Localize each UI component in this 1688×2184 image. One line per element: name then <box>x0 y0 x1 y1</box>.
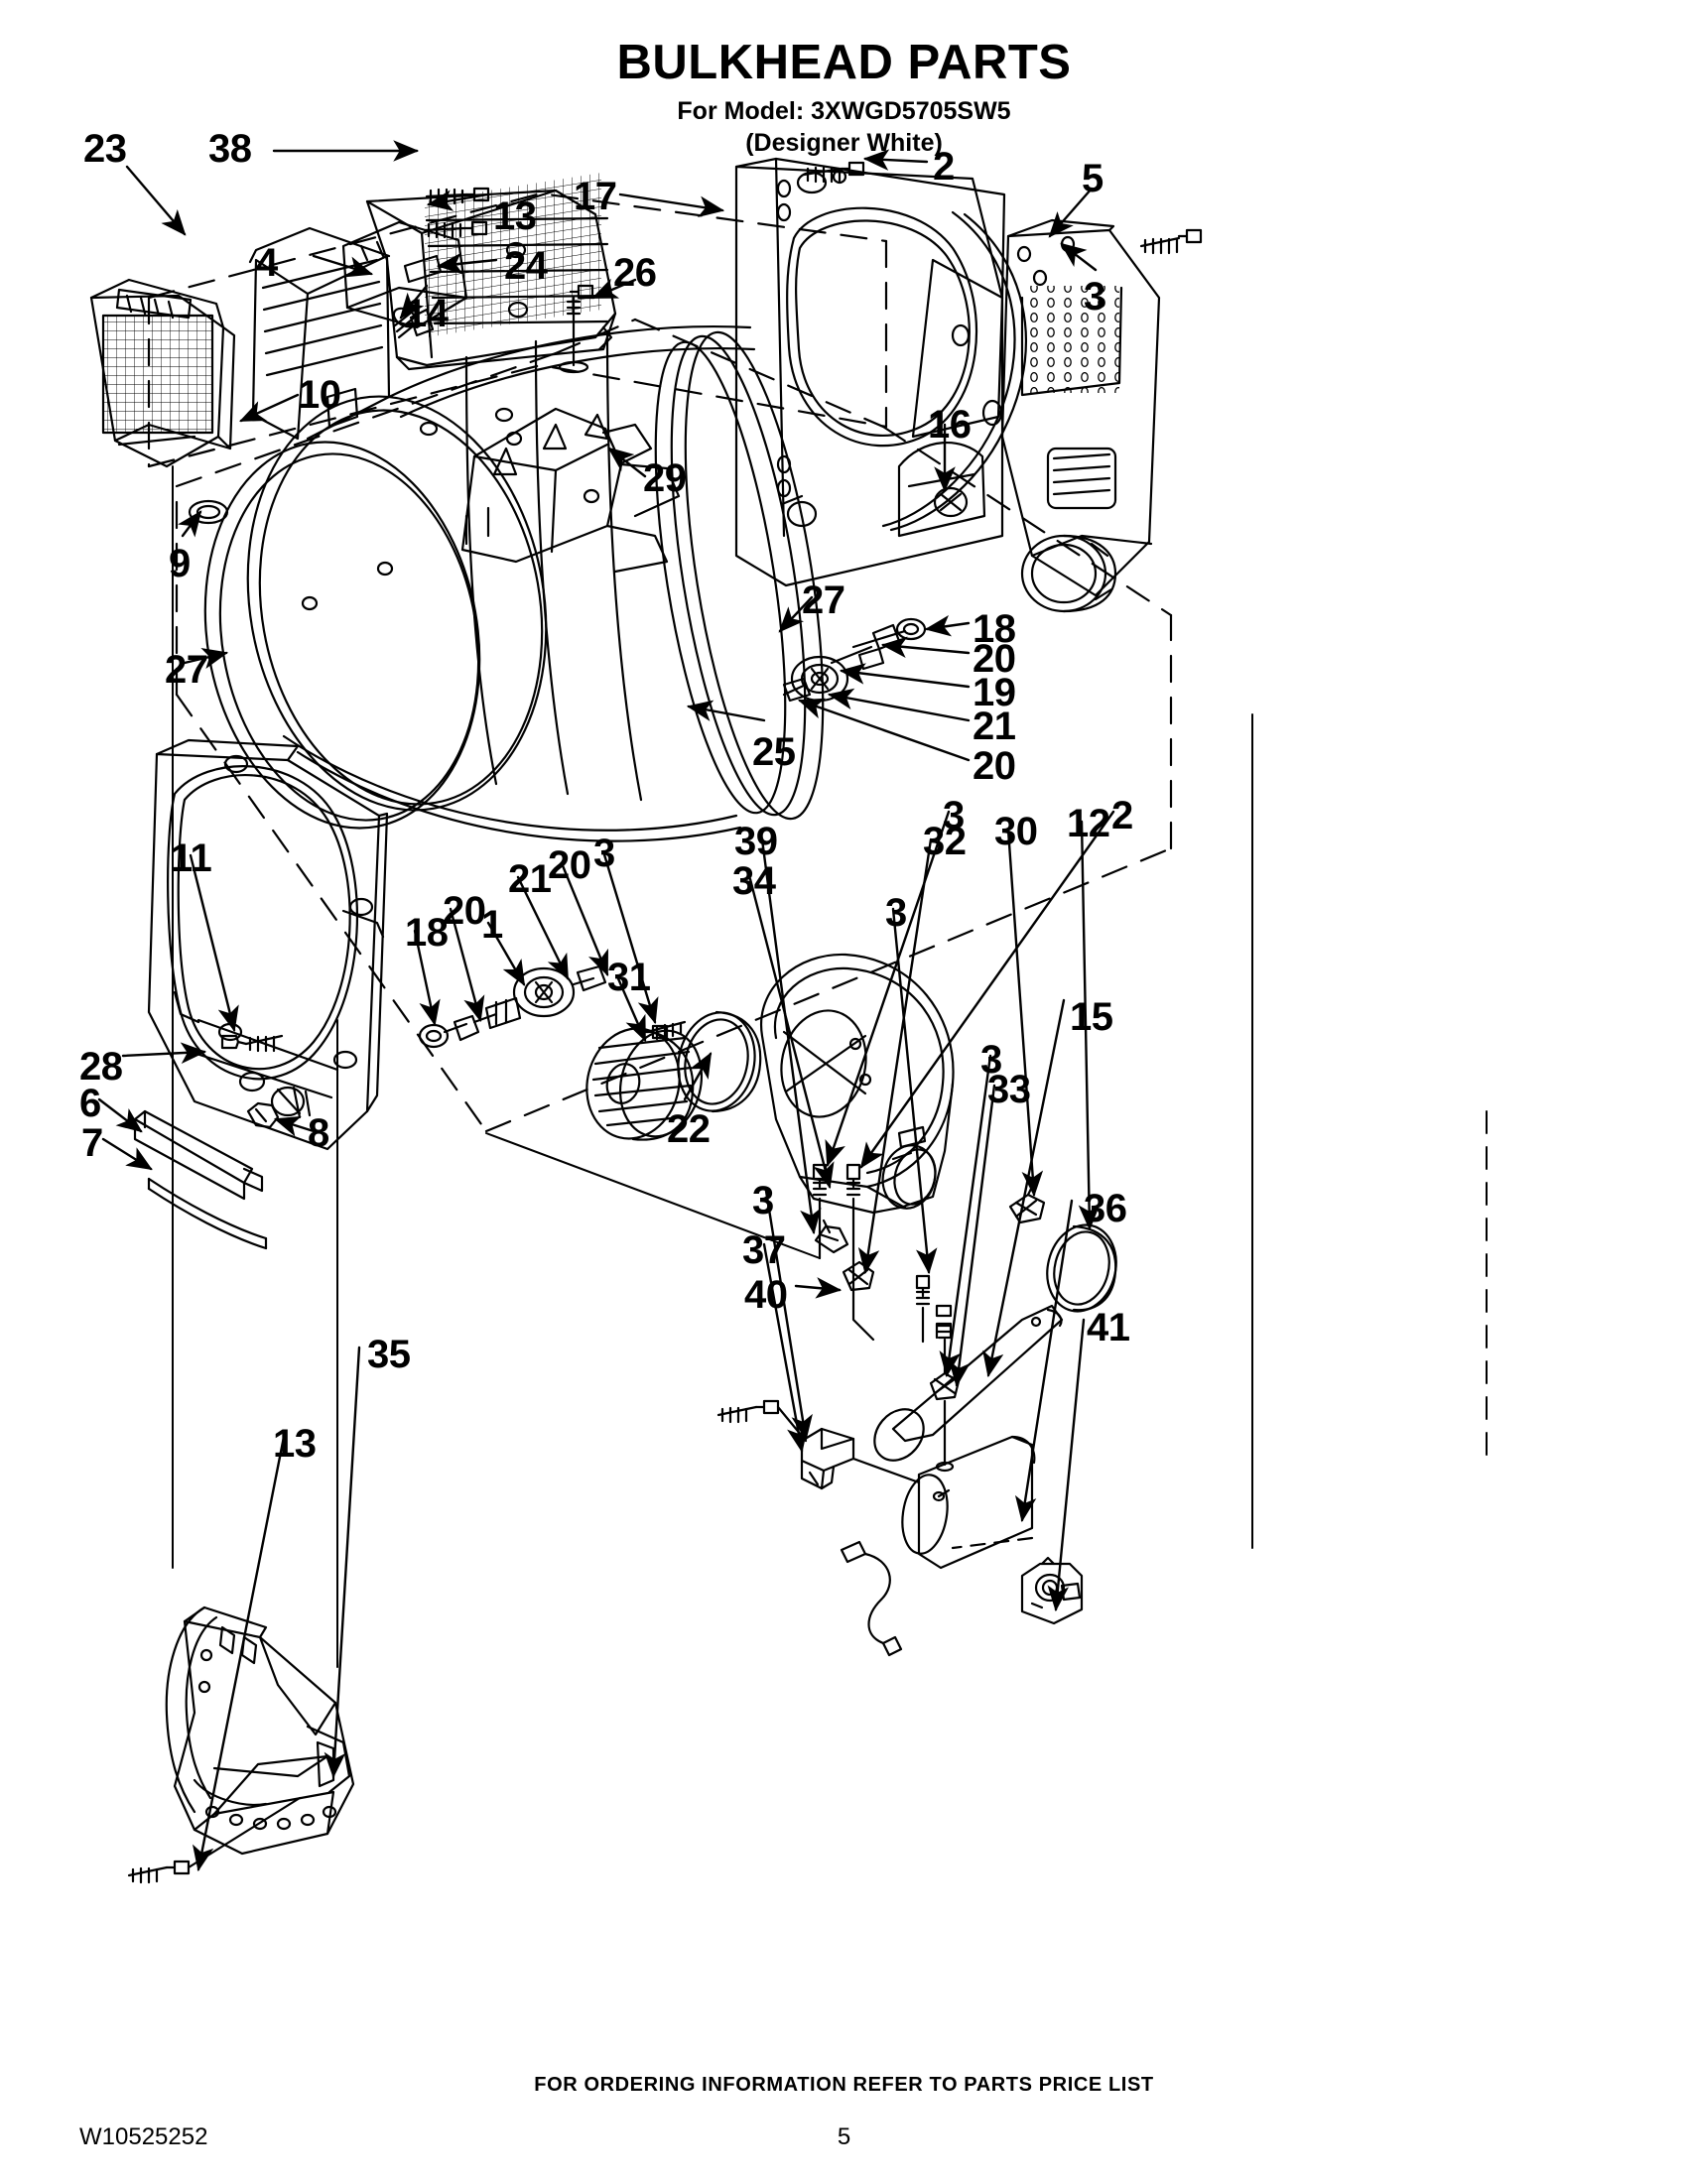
callout-number-7: 7 <box>81 1121 103 1165</box>
document-number: W10525252 <box>79 2123 208 2150</box>
callout-number-27: 27 <box>165 648 208 692</box>
callout-number-26: 26 <box>613 251 657 295</box>
callout-number-3: 3 <box>1084 275 1105 319</box>
callout-number-21: 21 <box>973 705 1016 748</box>
callout-number-17: 17 <box>574 175 617 218</box>
callout-number-16: 16 <box>928 403 972 447</box>
callout-number-9: 9 <box>169 542 191 585</box>
callout-number-13: 13 <box>493 194 537 238</box>
callout-number-24: 24 <box>504 244 548 288</box>
callout-number-1: 1 <box>481 903 503 947</box>
callout-number-32: 32 <box>923 820 967 863</box>
page-header: BULKHEAD PARTS For Model: 3XWGD5705SW5 (… <box>0 36 1688 159</box>
callout-number-20: 20 <box>973 744 1016 788</box>
callout-number-2: 2 <box>933 145 955 189</box>
page-number: 5 <box>837 2123 851 2150</box>
callout-number-20: 20 <box>973 637 1016 681</box>
callout-number-3: 3 <box>943 794 965 837</box>
callout-number-19: 19 <box>973 671 1016 714</box>
callout-number-39: 39 <box>734 820 778 863</box>
callout-number-30: 30 <box>994 810 1038 853</box>
callout-number-34: 34 <box>732 859 776 903</box>
callout-number-28: 28 <box>79 1045 123 1089</box>
callout-number-15: 15 <box>1070 995 1113 1039</box>
callout-number-18: 18 <box>973 607 1016 651</box>
callout-number-20: 20 <box>443 889 486 933</box>
callout-number-25: 25 <box>752 730 796 774</box>
callout-number-20: 20 <box>548 843 591 887</box>
callout-number-29: 29 <box>643 456 687 500</box>
ordering-note: FOR ORDERING INFORMATION REFER TO PARTS … <box>534 2074 1154 2096</box>
callout-number-40: 40 <box>744 1273 788 1317</box>
callout-number-3: 3 <box>593 832 615 875</box>
callout-number-14: 14 <box>405 292 449 335</box>
callout-number-38: 38 <box>208 127 252 171</box>
callout-number-36: 36 <box>1084 1187 1127 1230</box>
callout-number-4: 4 <box>256 241 278 285</box>
callout-number-12: 12 <box>1067 802 1110 845</box>
callout-number-18: 18 <box>405 911 449 955</box>
callout-number-27: 27 <box>802 578 845 622</box>
callout-number-23: 23 <box>83 127 127 171</box>
callout-number-22: 22 <box>667 1107 711 1151</box>
callout-number-35: 35 <box>367 1333 411 1376</box>
callout-number-5: 5 <box>1082 157 1104 200</box>
callout-number-2: 2 <box>1111 794 1133 837</box>
callout-number-33: 33 <box>987 1068 1031 1111</box>
callout-number-3: 3 <box>885 891 907 935</box>
page-title: BULKHEAD PARTS <box>616 36 1072 89</box>
callout-number-31: 31 <box>607 956 651 999</box>
callout-number-3: 3 <box>752 1179 774 1222</box>
callout-number-11: 11 <box>171 836 212 880</box>
callout-number-13: 13 <box>273 1422 317 1466</box>
finish-line: (Designer White) <box>745 128 943 157</box>
callout-number-10: 10 <box>298 373 341 417</box>
callout-number-21: 21 <box>508 857 552 901</box>
callout-number-3: 3 <box>980 1038 1002 1082</box>
callout-number-8: 8 <box>308 1111 329 1155</box>
callout-number-41: 41 <box>1087 1306 1130 1349</box>
callout-number-37: 37 <box>742 1228 786 1272</box>
model-line: For Model: 3XWGD5705SW5 <box>677 97 1011 126</box>
callout-number-6: 6 <box>79 1082 101 1125</box>
